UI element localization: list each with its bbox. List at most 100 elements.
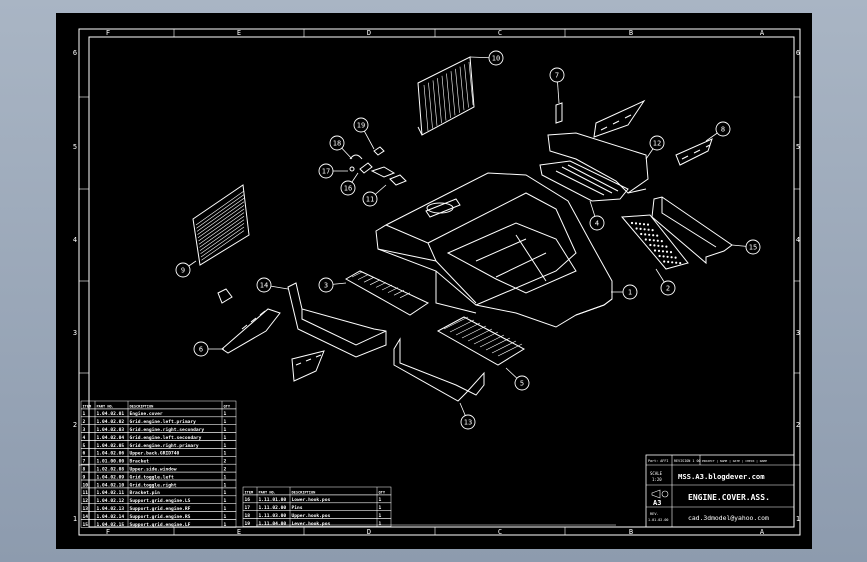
bom-cell: 1 [379,513,382,519]
bom-cell: 13 [83,506,89,512]
bom-cell: 1.11.03.00 [259,513,287,519]
bom-cell: 1.04.02.02 [97,419,125,425]
bom-cell: 1 [379,521,382,527]
zone-row-right: 2 [796,421,800,429]
balloon-number: 11 [366,196,374,204]
zone-row-left: 4 [73,236,77,244]
bom-cell: Support.grid.engine.RF [130,506,191,512]
bom-cell: 1 [224,427,227,433]
bom-cell: 6 [83,451,86,457]
balloon-item-5 [514,375,530,391]
balloon-number: 18 [333,140,341,148]
bom-cell: 19 [245,521,251,527]
bom-header-cell: QTY [379,490,386,494]
bom-cell: 1.04.02.13 [97,506,125,512]
balloon-number: 3 [324,282,328,290]
zone-row-right: 6 [796,49,800,57]
bom-cell: 1.04.02.14 [97,514,125,520]
bom-cell: Lower.hook.pos [292,497,331,503]
balloon-number: 7 [555,72,559,80]
balloon-number: 13 [464,419,472,427]
bom-cell: Support.grid.engine.LF [130,522,191,528]
balloon-number: 6 [199,346,203,354]
balloon-item-8 [715,121,731,137]
bom-header-cell: PART NO. [97,404,114,408]
bom-cell: 1 [224,490,227,496]
email-text: cad.3dmodel@yahoo.com [688,514,769,522]
part-grid-toggle-right [417,56,475,136]
title-block: Part: AFFI REVISION 1 00 PROJECT | NAME … [645,454,795,528]
bom-cell: 1.04.02.15 [97,522,125,528]
scale-label: SCALE [650,471,663,476]
part-support-rf [393,337,485,402]
bom-cell: Bracket.pin [130,490,161,496]
zone-col-top: C [498,29,502,37]
rev-label: REV. [650,512,659,516]
title-block-part: Part: AFFI [648,459,668,463]
balloon-item-10 [488,50,504,66]
part-grid-left-secondary [539,160,629,202]
part-grid-toggle-left [192,184,250,266]
bom-cell: Support.grid.engine.LS [130,498,191,504]
bom-cell: 1.04.02.11 [97,490,125,496]
balloon-item-19 [353,117,369,133]
bom-cell: Grid.engine.left.secondary [130,435,202,441]
bom-cell: 7 [83,459,86,465]
zone-row-left: 6 [73,49,77,57]
balloon-number: 1 [628,289,632,297]
balloon-item-6 [193,341,209,357]
bom-cell: 1 [224,419,227,425]
bom-cell: Grid.toggle.left [130,474,174,480]
balloon-item-9 [175,262,191,278]
bom-header-cell: QTY [224,404,231,408]
bom-cell: 15 [83,522,89,528]
bom-cell: Grid.engine.right.primary [130,443,199,449]
title-block-revision: REVISION 1 00 [674,459,701,463]
bom-cell: 1 [224,474,227,480]
part-grid-right-secondary [344,270,430,316]
bom-cell: 1.11.04.00 [259,521,287,527]
bom-cell: 1 [83,411,86,417]
bom-cell: 1 [379,505,382,511]
bom-cell: 1 [224,482,227,488]
bom-cell: 1.04.02.03 [97,427,125,433]
zone-col-bottom: D [367,528,371,536]
part-upper-back-grid [217,288,325,382]
balloon-number: 19 [357,122,365,130]
bom-cell: Upper.back.GRID740 [130,451,180,457]
drawing-title: ENGINE.COVER.ASS. [688,493,770,502]
sheet-size: A3 [653,499,661,507]
bom-cell: Grid.engine.left.primary [130,419,197,425]
bom-header-cell: DESCRIPTION [292,490,316,494]
part-grid-left-primary [620,214,689,270]
bom-cell: 1 [224,411,227,417]
part-side-window [675,138,713,166]
bom-cell: 1 [224,514,227,520]
balloon-number: 5 [520,380,524,388]
bom-cell: 18 [245,513,251,519]
balloon-number: 10 [492,55,500,63]
balloon-number: 12 [653,140,661,148]
bom-cell: 1.11.02.00 [259,505,287,511]
part-engine-cover [375,172,613,328]
bom-cell: Grid.engine.right.secondary [130,427,205,433]
bom-cell: Bracket [130,459,150,465]
zone-row-right: 1 [796,515,800,523]
zone-col-bottom: C [498,528,502,536]
bom-cell: 1.04.02.01 [97,411,125,417]
balloon-number: 9 [181,267,185,275]
zone-row-right: 5 [796,143,800,151]
bom-cell: 17 [245,505,251,511]
part-support-lf [651,196,733,265]
bom-cell: 16 [245,497,251,503]
bom-cell: 3 [83,427,86,433]
bom-cell: 10 [83,482,89,488]
bom-cell: 1.04.02.04 [97,435,125,441]
zone-row-left: 3 [73,329,77,337]
bom-cell: 1.04.02.05 [97,443,125,449]
bom-cell: 5 [83,443,86,449]
leader-lines [182,56,754,423]
bom-cell: Upper.hook.pos [292,513,331,519]
bom-header-cell: DESCRIPTION [130,404,154,408]
balloon-item-13 [460,414,476,430]
